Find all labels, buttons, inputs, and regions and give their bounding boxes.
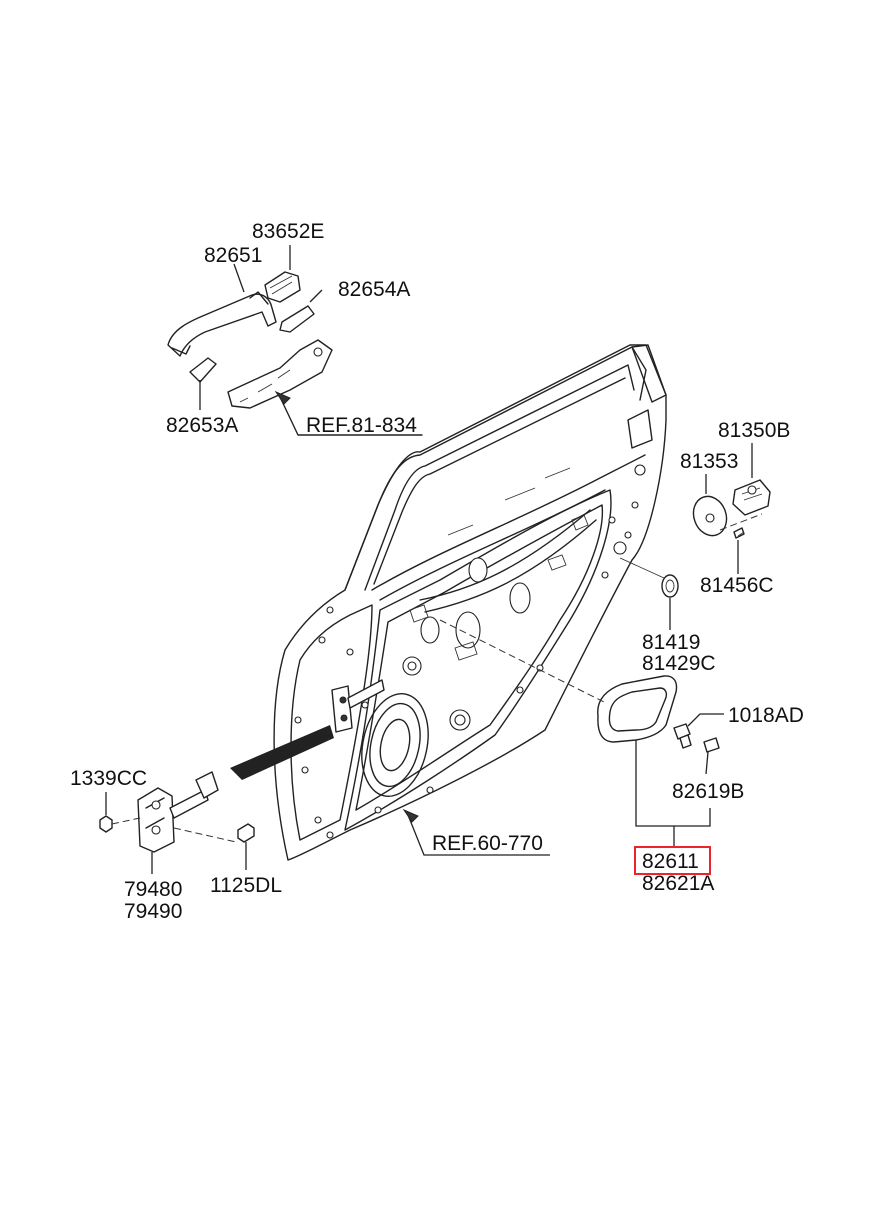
striker-assembly — [619, 479, 771, 598]
label-81456c: 81456C — [700, 574, 774, 597]
highlight-box-82611 — [634, 846, 711, 875]
label-82653a: 82653A — [166, 414, 238, 437]
checker-pointer — [230, 725, 334, 780]
label-82619b: 82619B — [672, 780, 744, 803]
label-81353: 81353 — [680, 450, 738, 473]
label-1125dl: 1125DL — [210, 874, 282, 897]
label-ref-81-834: REF.81-834 — [306, 414, 417, 437]
label-83652e: 83652E — [252, 220, 324, 243]
door-checker-assembly — [99, 771, 255, 853]
label-82621a: 82621A — [642, 872, 714, 895]
part-labels: 83652E 82651 82654A 82653A REF.81-834 81… — [70, 220, 804, 923]
rear-door-panel — [230, 344, 667, 861]
label-79480: 79480 — [124, 878, 182, 901]
label-82651: 82651 — [204, 244, 262, 267]
label-ref-60-770: REF.60-770 — [432, 832, 543, 855]
label-82611[interactable]: 82611 — [642, 850, 699, 873]
label-81429c: 81429C — [642, 652, 716, 675]
outside-handle-assembly — [167, 271, 423, 436]
label-82654a: 82654A — [338, 278, 410, 301]
inside-handle-assembly — [439, 619, 720, 753]
leader-lines — [105, 245, 753, 874]
label-81350b: 81350B — [718, 419, 790, 442]
label-1018ad: 1018AD — [728, 704, 804, 727]
label-79490: 79490 — [124, 900, 182, 923]
label-1339cc: 1339CC — [70, 767, 147, 790]
label-81419: 81419 — [642, 631, 700, 654]
